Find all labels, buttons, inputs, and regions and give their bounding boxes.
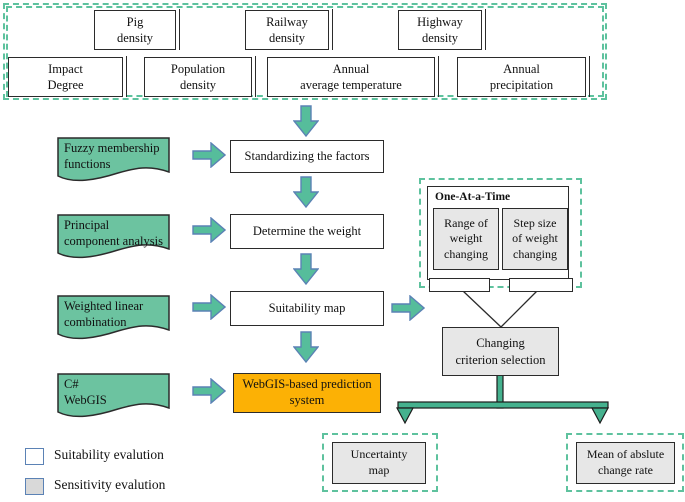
method-label: Principal component analysis — [64, 218, 163, 248]
factor-highway-density: Highway density — [398, 9, 486, 50]
down-arrow-to-suitability-map — [293, 253, 319, 285]
split-connector-arrows — [396, 374, 609, 425]
factor-impact-degree: Impact Degree — [8, 56, 127, 97]
step-label: Suitability map — [268, 300, 346, 315]
oat-range-of-weight: Range of weight changing — [433, 208, 499, 270]
step-standardizing-factors: Standardizing the factors — [230, 140, 384, 173]
factor-railway-density: Railway density — [245, 9, 333, 50]
right-arrow-pca — [192, 217, 226, 243]
legend-label-sensitivity: Sensitivity evalution — [54, 477, 166, 492]
down-arrow-to-standardizing — [293, 105, 319, 137]
right-arrow-to-sensitivity — [391, 295, 425, 321]
uncertainty-map-dashed-border — [322, 433, 438, 492]
oat-dashed-border — [419, 178, 582, 288]
document-shape — [57, 214, 170, 259]
legend-label-suitability: Suitability evalution — [54, 447, 164, 462]
factor-label: Pig density — [116, 14, 154, 45]
changing-criterion-selection-box: Changing criterion selection — [442, 327, 559, 376]
method-principal-component: Principal component analysis — [57, 214, 170, 262]
method-label: Fuzzy membership functions — [64, 141, 160, 171]
step-label: Standardizing the factors — [244, 148, 370, 163]
changing-criterion-label: Changing criterion selection — [455, 336, 546, 367]
output-mean-change-rate: Mean of abslute change rate — [576, 442, 675, 484]
output-label: Mean of abslute change rate — [586, 447, 665, 477]
factor-label: Railway density — [266, 14, 308, 45]
funnel-leg-left — [429, 278, 490, 292]
factor-label: Population density — [170, 61, 226, 92]
oat-step-size-of-weight: Step size of weight changing — [502, 208, 568, 270]
method-csharp-webgis: C# WebGIS — [57, 373, 170, 421]
change-rate-dashed-border — [566, 433, 684, 492]
funnel-lines — [462, 290, 538, 328]
right-arrow-fuzzy — [192, 142, 226, 168]
step-webgis-prediction-system: WebGIS-based prediction system — [233, 373, 381, 413]
document-shape — [57, 373, 170, 418]
output-label: Uncertainty map — [350, 447, 408, 477]
factor-label: Annual precipitation — [489, 61, 554, 92]
method-label: C# WebGIS — [64, 377, 107, 407]
step-determine-weight: Determine the weight — [230, 214, 384, 249]
oat-item-label: Step size of weight changing — [512, 215, 558, 261]
right-arrow-wlc — [192, 294, 226, 320]
down-arrow-to-webgis-system — [293, 331, 319, 363]
method-label: Weighted linear combination — [64, 299, 144, 329]
factor-label: Impact Degree — [47, 61, 84, 92]
factor-label: Annual average temperature — [300, 61, 402, 92]
oat-item-label: Range of weight changing — [444, 215, 488, 261]
step-suitability-map: Suitability map — [230, 291, 384, 326]
document-shape — [57, 295, 170, 340]
document-shape — [57, 137, 170, 182]
method-weighted-linear: Weighted linear combination — [57, 295, 170, 343]
factor-annual-average-temperature: Annual average temperature — [267, 56, 439, 97]
step-label: WebGIS-based prediction system — [242, 377, 372, 407]
factor-population-density: Population density — [144, 56, 256, 97]
output-uncertainty-map: Uncertainty map — [332, 442, 426, 484]
factor-annual-precipitation: Annual precipitation — [457, 56, 590, 97]
oat-title: One-At-a-Time — [435, 191, 511, 203]
method-fuzzy-membership: Fuzzy membership functions — [57, 137, 170, 185]
legend-swatch-sensitivity — [25, 478, 44, 495]
factor-label: Highway density — [417, 14, 463, 45]
factor-pig-density: Pig density — [94, 9, 180, 50]
right-arrow-webgis — [192, 378, 226, 404]
funnel-leg-right — [509, 278, 573, 292]
step-label: Determine the weight — [252, 223, 362, 238]
down-arrow-to-determine-weight — [293, 176, 319, 208]
legend-swatch-suitability — [25, 448, 44, 465]
